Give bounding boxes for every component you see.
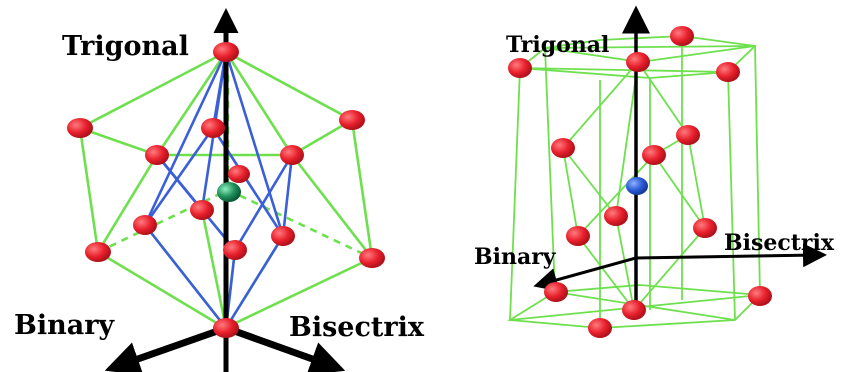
atom	[339, 110, 365, 130]
atom	[670, 26, 694, 46]
right-bisectrix-axis	[635, 243, 827, 268]
atom	[67, 118, 93, 138]
right-axes	[533, 5, 827, 310]
atom	[201, 118, 225, 138]
left-trigonal-label: Trigonal	[62, 31, 189, 62]
atom	[748, 286, 772, 306]
right-atoms	[508, 26, 772, 338]
atom	[693, 218, 717, 238]
atom	[508, 58, 532, 78]
atom	[190, 200, 214, 220]
left-bisectrix-axis	[224, 324, 346, 372]
atom	[359, 248, 385, 268]
atom	[85, 242, 111, 262]
left-rhombohedral-cell: Trigonal Binary Bisectrix	[14, 8, 425, 372]
atom	[223, 240, 247, 260]
center-atom	[217, 182, 241, 202]
atom	[551, 138, 575, 158]
right-binary-axis	[533, 256, 637, 292]
atom	[228, 165, 250, 183]
atom	[145, 145, 169, 165]
left-atoms	[67, 42, 385, 338]
left-bisectrix-label: Bisectrix	[289, 312, 425, 343]
center-atom	[626, 177, 648, 195]
left-binary-label: Binary	[14, 310, 115, 341]
atom	[642, 145, 666, 165]
right-bisectrix-label: Bisectrix	[724, 230, 835, 256]
left-binary-axis	[104, 324, 228, 372]
atom	[716, 62, 740, 82]
atom	[213, 318, 239, 338]
atom	[213, 42, 239, 62]
right-trigonal-label: Trigonal	[506, 32, 609, 58]
atom	[133, 215, 157, 235]
atom	[626, 52, 650, 72]
atom	[676, 125, 700, 145]
right-prism-edges	[507, 35, 763, 329]
right-binary-label: Binary	[474, 244, 557, 270]
atom	[588, 318, 612, 338]
atom	[271, 226, 295, 246]
atom	[604, 206, 628, 226]
atom	[566, 226, 590, 246]
atom	[622, 300, 646, 320]
atom	[280, 145, 304, 165]
atom	[544, 282, 568, 302]
right-hexagonal-cell: Trigonal Binary Bisectrix	[474, 5, 835, 338]
